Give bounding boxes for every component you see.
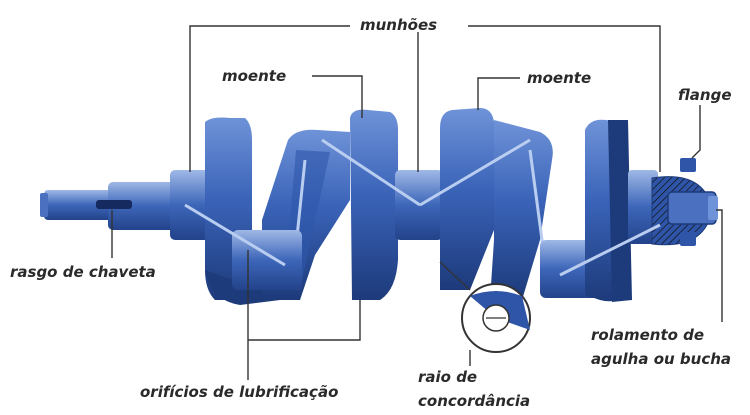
label-raio-line1: raio de (418, 369, 477, 386)
main-web-right (440, 108, 494, 290)
keyway-slot (96, 200, 132, 209)
label-munhoes: munhões (360, 17, 437, 34)
label-moente-left: moente (222, 68, 286, 85)
label-rolamento-line2: agulha ou bucha (591, 351, 731, 368)
label-flange: flange (678, 87, 732, 104)
label-rasgo-de-chaveta: rasgo de chaveta (10, 264, 156, 281)
front-shaft (40, 170, 210, 240)
counterweight-right (585, 120, 632, 302)
label-moente-right: moente (527, 70, 591, 87)
label-orificios-de-lubrificacao: orifícios de lubrificação (140, 384, 338, 401)
label-raio-line2: concordância (418, 393, 530, 410)
label-rolamento-line1: rolamento de (591, 327, 704, 344)
main-web-left (350, 110, 398, 300)
